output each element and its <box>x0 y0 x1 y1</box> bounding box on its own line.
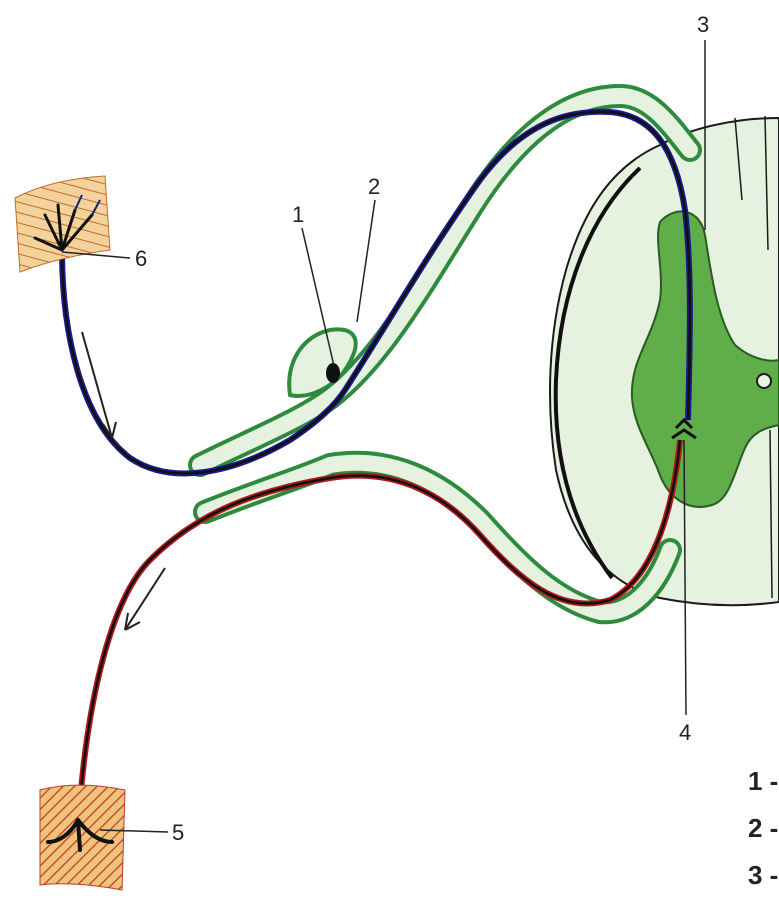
callout-3: 3 <box>697 12 709 37</box>
motor-direction-arrow <box>125 568 165 630</box>
leader-line-2 <box>357 200 375 322</box>
skin-receptor-tissue <box>15 176 110 272</box>
legend-item-1: 1 - <box>748 766 778 796</box>
callout-6: 6 <box>135 246 147 271</box>
callout-4: 4 <box>679 720 691 745</box>
legend-item-3: 3 - <box>748 860 778 890</box>
legend-item-2: 2 - <box>748 813 778 843</box>
callout-2: 2 <box>368 174 380 199</box>
sensory-neuron-body <box>326 363 340 383</box>
muscle-effector-tissue <box>40 785 125 890</box>
callout-5: 5 <box>172 820 184 845</box>
central-canal <box>757 374 771 388</box>
callout-1: 1 <box>292 202 304 227</box>
